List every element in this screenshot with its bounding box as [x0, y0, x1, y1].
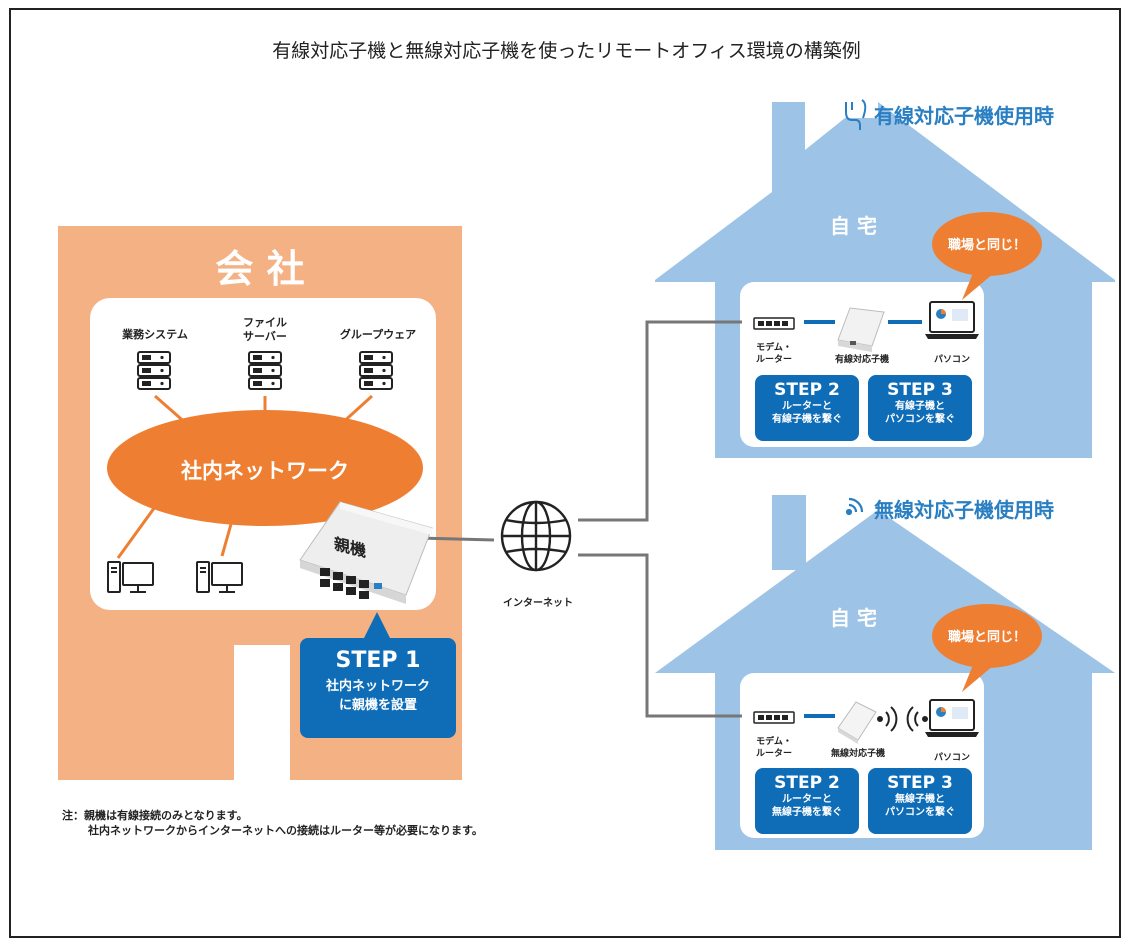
wired-step3-desc: 有線子機と パソコンを繋ぐ: [885, 401, 955, 425]
globe-icon: [500, 500, 572, 572]
wireless-step3-title: STEP 3: [887, 773, 953, 793]
wireless-device-label: 無線対応子機: [830, 749, 885, 759]
step1-pointer: [364, 612, 390, 638]
wired-step2-desc: ルーターと 有線子機を繋ぐ: [772, 401, 842, 425]
wired-bubble-text: 職場と同じ！: [947, 238, 1026, 253]
company-label: 会 社: [215, 247, 305, 291]
wireless-device-image: [837, 701, 877, 744]
system-label-groupware: グループウェア: [339, 328, 417, 341]
wifi-icon: [845, 497, 864, 516]
desktop-pc-icon: [196, 561, 243, 593]
wireless-step2-box: STEP 2 ルーターと 無線子機を繋ぐ: [755, 768, 859, 834]
note-line-2: 社内ネットワークからインターネットへの接続はルーター等が必要になります。: [88, 824, 483, 837]
system-label-fileserver: ファイル サーバー: [243, 316, 287, 343]
wireless-modem-label: モデム・ ルーター: [755, 737, 792, 759]
wifi-signal-icon: [877, 706, 928, 732]
wired-bubble: [932, 212, 1042, 276]
wired-home-label: 自 宅: [830, 214, 877, 238]
wired-heading: 有線対応子機使用時: [874, 104, 1054, 128]
step1-title: STEP 1: [335, 648, 421, 673]
step1-desc: 社内ネットワーク に親機を設置: [325, 679, 430, 713]
wireless-step3-desc: 無線子機と パソコンを繋ぐ: [885, 794, 955, 818]
laptop-icon: [925, 699, 979, 737]
note-line-1: 注：親機は有線接続のみとなります。: [62, 809, 248, 822]
modem-router-icon: [753, 317, 795, 330]
parent-device-image: [299, 501, 433, 604]
wireless-bubble: [932, 604, 1042, 668]
wireless-step2-title: STEP 2: [774, 773, 840, 793]
wireless-pc-label: パソコン: [933, 753, 970, 763]
wired-pc-label: パソコン: [933, 355, 970, 365]
server-icon: [137, 351, 171, 390]
server-icon: [248, 351, 282, 390]
wireless-heading: 無線対応子機使用時: [874, 498, 1054, 522]
step1-box: STEP 1 社内ネットワーク に親機を設置: [300, 638, 456, 738]
wired-device-label: 有線対応子機: [834, 355, 889, 365]
wired-device-image: [837, 307, 885, 352]
wireless-bubble-text: 職場と同じ！: [947, 630, 1026, 645]
diagram-title: 有線対応子機と無線対応子機を使ったリモートオフィス環境の構築例: [272, 40, 861, 62]
wireless-home-label: 自 宅: [830, 606, 877, 630]
modem-router-icon: [753, 711, 795, 724]
cable-icon: [845, 99, 867, 130]
wired-step2-box: STEP 2 ルーターと 有線子機を繋ぐ: [755, 375, 859, 441]
laptop-icon: [925, 301, 979, 339]
network-ellipse: [107, 410, 423, 526]
wireless-step2-desc: ルーターと 無線子機を繋ぐ: [772, 794, 842, 818]
server-icon: [359, 351, 393, 390]
wired-step3-title: STEP 3: [887, 380, 953, 400]
system-label-business: 業務システム: [122, 328, 188, 341]
network-label: 社内ネットワーク: [181, 459, 349, 483]
wireless-step3-box: STEP 3 無線子機と パソコンを繋ぐ: [868, 768, 972, 834]
internet-label: インターネット: [503, 598, 573, 609]
internet-connectors: [417, 320, 742, 718]
wired-step3-box: STEP 3 有線子機と パソコンを繋ぐ: [868, 375, 972, 441]
desktop-pc-icon: [107, 561, 154, 593]
wired-modem-label: モデム・ ルーター: [755, 343, 792, 365]
wired-step2-title: STEP 2: [774, 380, 840, 400]
